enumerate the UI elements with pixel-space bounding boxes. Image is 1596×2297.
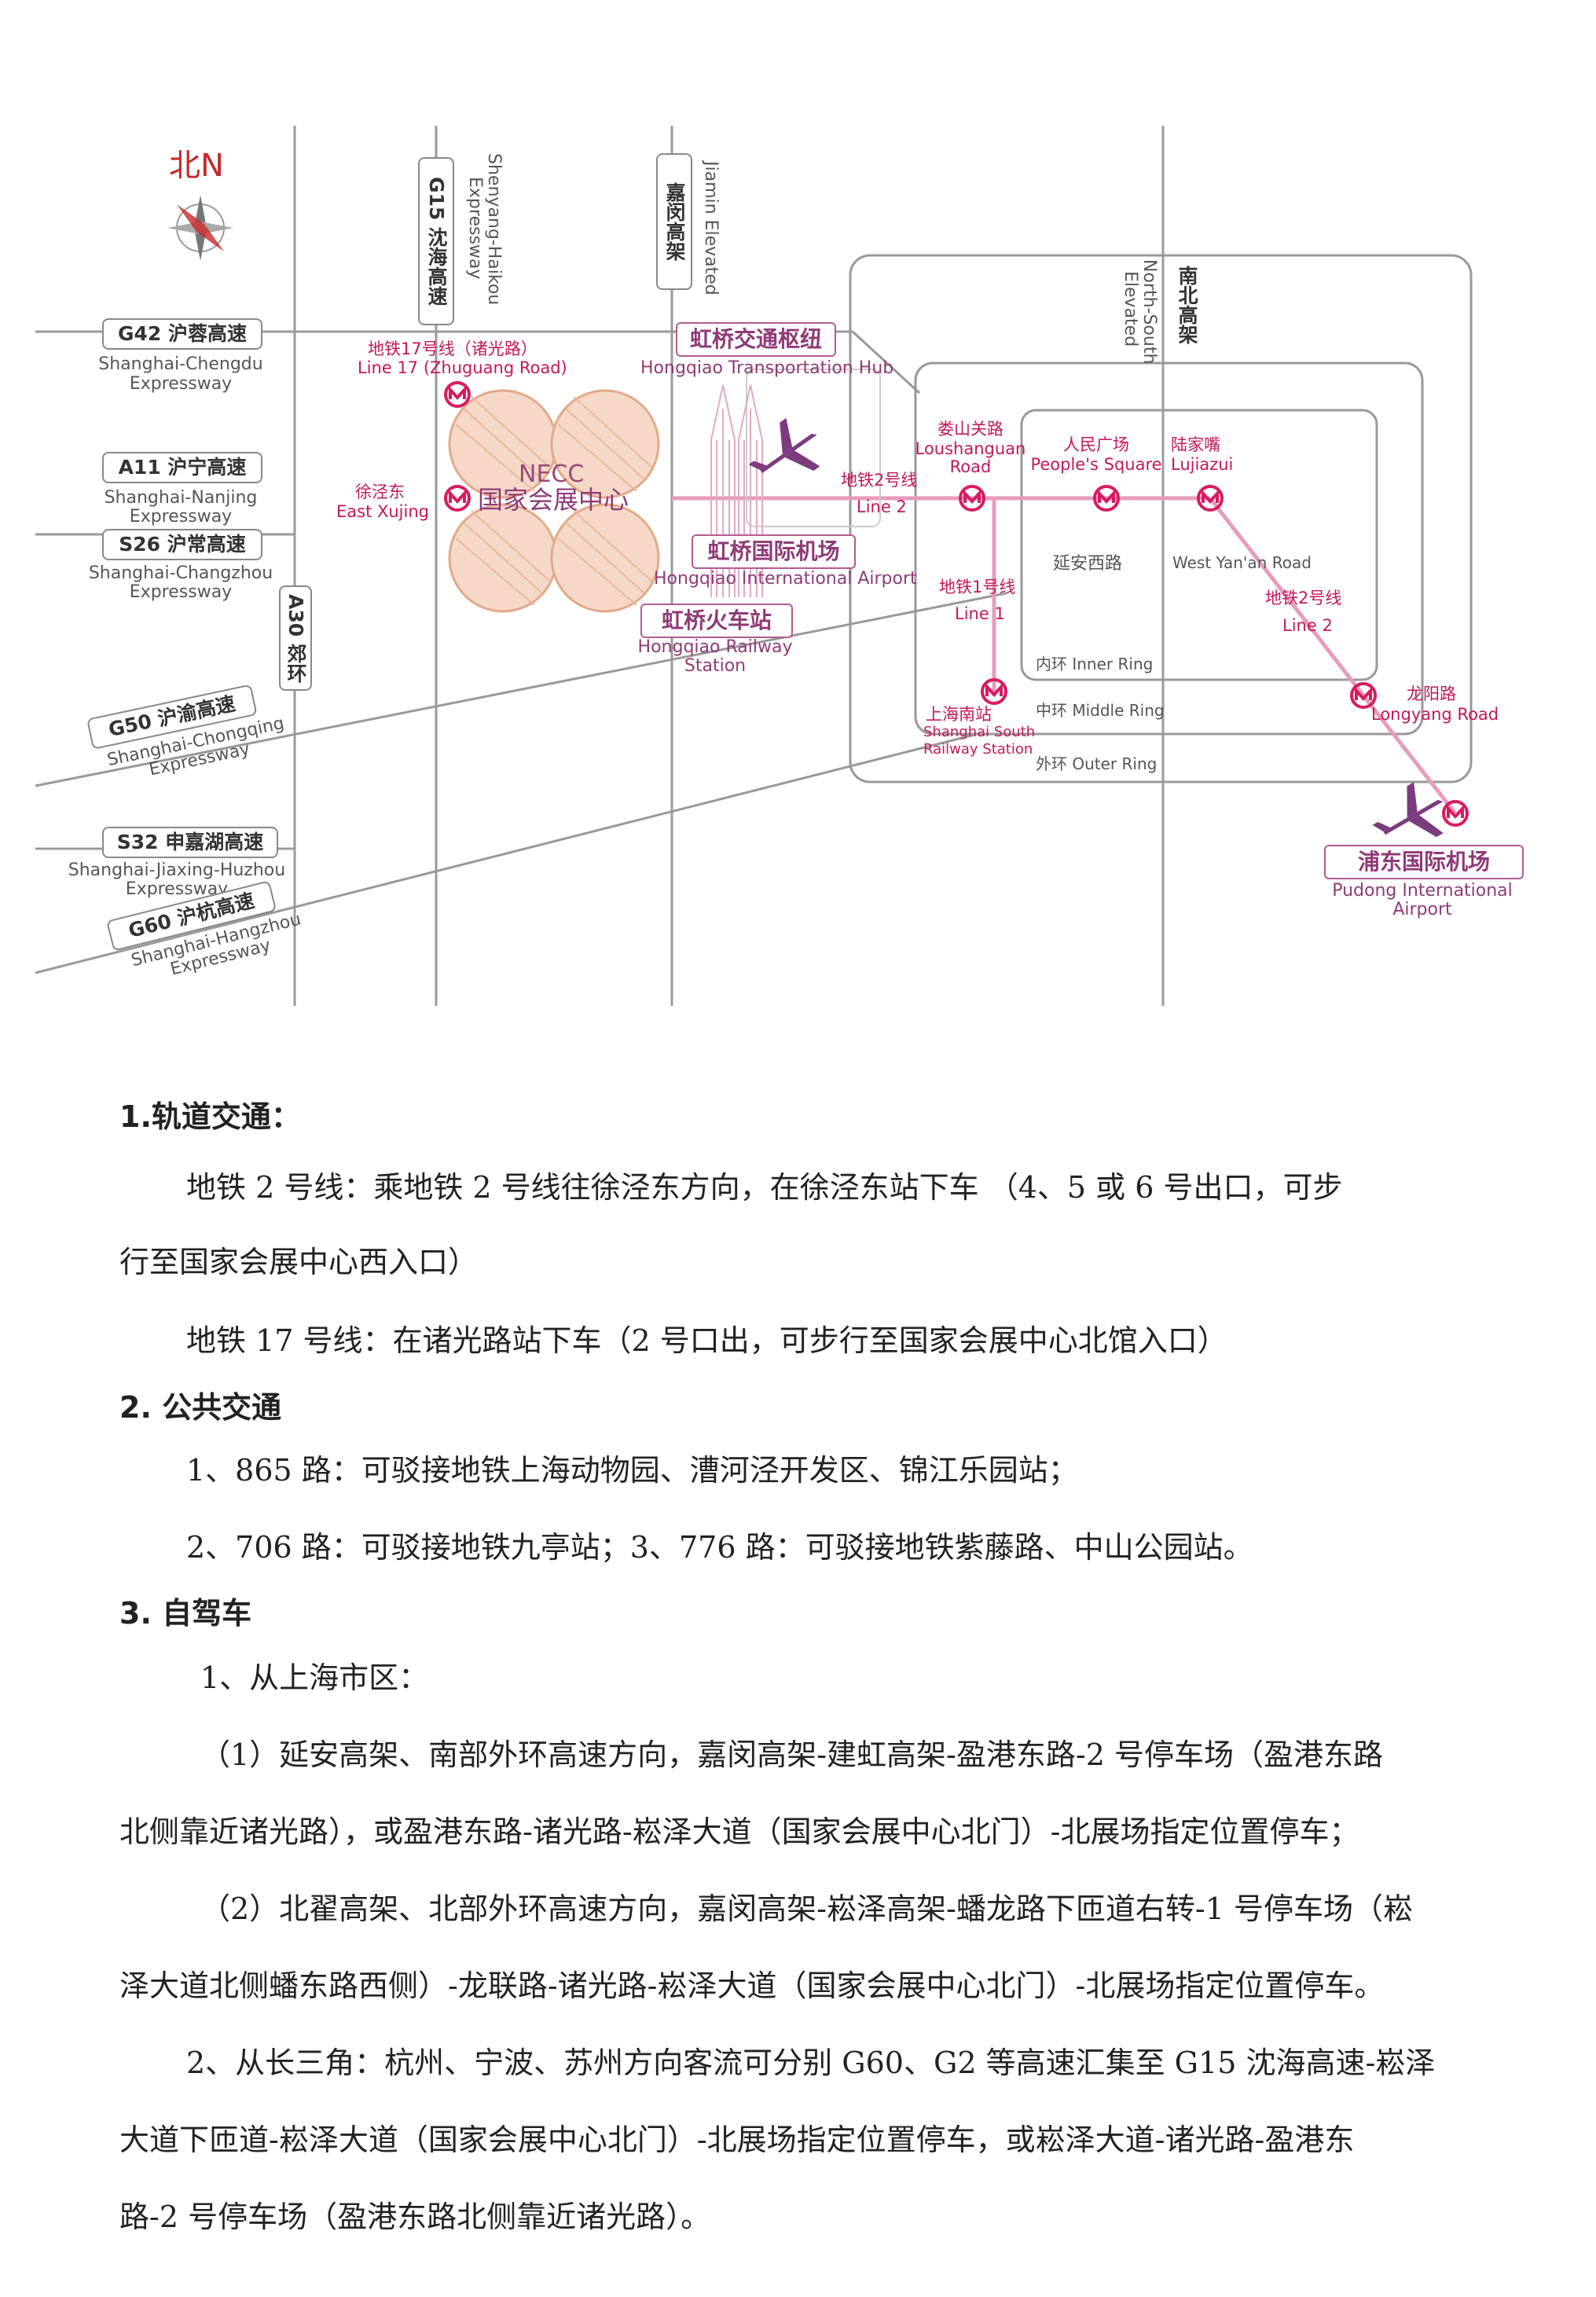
para-bus-865: 1、865 路：可驳接地铁上海动物园、漕河泾开发区、锦江乐园站； — [186, 1453, 1078, 1488]
peoples-en: People's Square — [1030, 455, 1162, 474]
lujiazui-en: Lujiazui — [1171, 455, 1234, 474]
para-line2-b: 行至国家会展中心西入口） — [119, 1245, 479, 1279]
hongqiao-hub-label: 虹桥交通枢纽 — [676, 322, 836, 357]
heading-rail: 1.轨道交通： — [119, 1099, 301, 1134]
middle-ring-label: 中环 Middle Ring — [1036, 701, 1165, 720]
g42-label: G42 沪蓉高速 — [102, 318, 262, 350]
s26-label: S26 沪常高速 — [102, 529, 262, 560]
heading-bus: 2. 公共交通 — [119, 1390, 282, 1425]
compass-icon — [167, 195, 233, 261]
north-label: 北N — [169, 148, 224, 184]
line1-label: 地铁1号线 — [939, 578, 1016, 596]
s26-en2: Expressway — [129, 582, 233, 602]
jiamin-label: 嘉闵高架 — [656, 153, 692, 290]
shanghai-south-en2: Railway Station — [923, 741, 1033, 758]
a11-label: A11 沪宁高速 — [102, 452, 262, 483]
outer-ring-label: 外环 Outer Ring — [1036, 754, 1158, 773]
lujiazui-label: 陆家嘴 — [1171, 435, 1220, 454]
loushan-en2: Road — [949, 457, 992, 476]
inner-ring-label: 内环 Inner Ring — [1036, 655, 1154, 673]
para-line2-a: 地铁 2 号线：乘地铁 2 号线往徐泾东方向，在徐泾东站下车 （4、5 或 6 … — [186, 1170, 1343, 1205]
xujing-en: East Xujing — [336, 502, 429, 521]
map-lines — [35, 126, 1473, 1006]
g42-en1: Shanghai-Chengdu — [98, 354, 263, 374]
necc-clover — [448, 389, 660, 613]
ns-elevated-label: 南北高架 — [1176, 266, 1198, 344]
g15-en1: Shenyang-Haikou — [484, 153, 504, 306]
longyang-en: Longyang Road — [1371, 705, 1499, 724]
peoples-label: 人民广场 — [1063, 435, 1129, 454]
line17-label: 地铁17号线（诸光路） — [368, 339, 538, 358]
g42-en2: Expressway — [129, 374, 233, 394]
para-yrd-c: 路-2 号停车场（盈港东路北侧靠近诸光路）。 — [119, 2200, 711, 2234]
para-yrd-a: 2、从长三角：杭州、宁波、苏州方向客流可分别 G60、G2 等高速汇集至 G15… — [186, 2046, 1436, 2080]
pudong-airport-en2: Airport — [1392, 900, 1452, 919]
pudong-airport-label: 浦东国际机场 — [1324, 845, 1524, 879]
s32-label: S32 申嘉湖高速 — [102, 827, 278, 858]
heading-drive: 3. 自驾车 — [119, 1596, 252, 1631]
hongqiao-airport-label: 虹桥国际机场 — [692, 534, 856, 569]
ns-en1: North-South — [1139, 259, 1159, 365]
para-from-city: 1、从上海市区： — [200, 1660, 429, 1695]
line17-en: Line 17 (Zhuguang Road) — [358, 358, 567, 377]
shanghai-south-en1: Shanghai South — [923, 724, 1036, 740]
loushan-label: 娄山关路 — [937, 420, 1003, 438]
hongqiao-rail-en1: Hongqiao Railway — [637, 637, 793, 657]
ns-en2: Elevated — [1121, 271, 1140, 347]
jiamin-en: Jiamin Elevated — [701, 161, 721, 295]
pudong-airplane-icon — [1372, 782, 1444, 838]
line2b-label: 地铁2号线 — [1265, 589, 1342, 607]
hongqiao-towers — [710, 384, 763, 597]
directions-document: 1.轨道交通： 地铁 2 号线：乘地铁 2 号线往徐泾东方向，在徐泾东站下车 （… — [0, 1053, 1596, 2295]
para-route1-a: （1）延安高架、南部外环高速方向，嘉闵高架-建虹高架-盈港东路-2 号停车场（盈… — [200, 1737, 1383, 1772]
loushan-en1: Loushanguan — [915, 439, 1026, 458]
yanan-en: West Yan'an Road — [1172, 553, 1312, 572]
hongqiao-airport-en: Hongqiao International Airport — [654, 569, 917, 589]
para-bus-706: 2、706 路：可驳接地铁九亭站；3、776 路：可驳接地铁紫藤路、中山公园站。 — [186, 1530, 1253, 1565]
hongqiao-rail-label: 虹桥火车站 — [640, 604, 793, 638]
para-route1-b: 北侧靠近诸光路），或盈港东路-诸光路-崧泽大道（国家会展中心北门）-北展场指定位… — [119, 1814, 1359, 1849]
s26-en1: Shanghai-Changzhou — [88, 563, 273, 583]
longyang-label: 龙阳路 — [1407, 684, 1456, 703]
hongqiao-rail-en2: Station — [684, 656, 747, 676]
necc-cn: 国家会展中心 — [478, 485, 629, 515]
a30-label: A30 郊环 — [279, 585, 312, 691]
airplane-icon — [748, 417, 820, 474]
metro-station-icons — [444, 381, 1469, 827]
xujing-label: 徐泾东 — [355, 483, 405, 501]
necc-en: NECC — [519, 461, 585, 488]
a11-en2: Expressway — [129, 507, 233, 527]
line1-en: Line 1 — [955, 604, 1005, 623]
g15-en2: Expressway — [465, 177, 485, 280]
hongqiao-hub-en: Hongqiao Transportation Hub — [640, 358, 894, 378]
pudong-airport-en1: Pudong International — [1332, 881, 1513, 901]
a11-en1: Shanghai-Nanjing — [104, 488, 258, 508]
line2b-en: Line 2 — [1282, 616, 1333, 635]
line2-en: Line 2 — [857, 497, 907, 516]
yanan-label: 延安西路 — [1053, 554, 1123, 574]
para-line17: 地铁 17 号线：在诸光路站下车（2 号口出，可步行至国家会展中心北馆入口） — [186, 1323, 1227, 1358]
para-route2-a: （2）北翟高架、北部外环高速方向，嘉闵高架-崧泽高架-蟠龙路下匝道右转-1 号停… — [200, 1892, 1413, 1926]
s32-en1: Shanghai-Jiaxing-Huzhou — [68, 860, 286, 880]
s32-en2: Expressway — [125, 879, 229, 899]
g15-label: G15 沈海高速 — [418, 157, 454, 325]
line2-label: 地铁2号线 — [841, 471, 918, 490]
para-route2-b: 泽大道北侧蟠东路西侧）-龙联路-诸光路-崧泽大道（国家会展中心北门）-北展场指定… — [119, 1969, 1385, 2003]
transport-map: 北N G42 沪蓉高速 Shanghai-Chengdu Expressway … — [0, 0, 1596, 1029]
shanghai-south-label: 上海南站 — [926, 705, 992, 724]
para-yrd-b: 大道下匝道-崧泽大道（国家会展中心北门）-北展场指定位置停车，或崧泽大道-诸光路… — [119, 2123, 1355, 2157]
